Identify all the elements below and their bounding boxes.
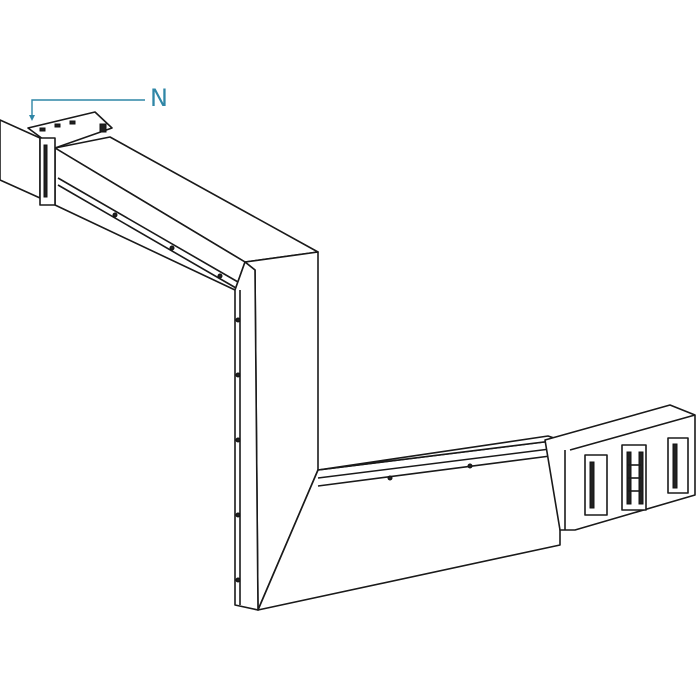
top-arm — [54, 136, 319, 291]
right-end-connector — [544, 404, 696, 531]
left-end-connector — [0, 111, 113, 206]
vertical-drop — [234, 251, 319, 611]
neutral-label: N — [150, 84, 168, 112]
lower-arm — [257, 435, 561, 611]
neutral-callout-leader — [29, 99, 145, 121]
